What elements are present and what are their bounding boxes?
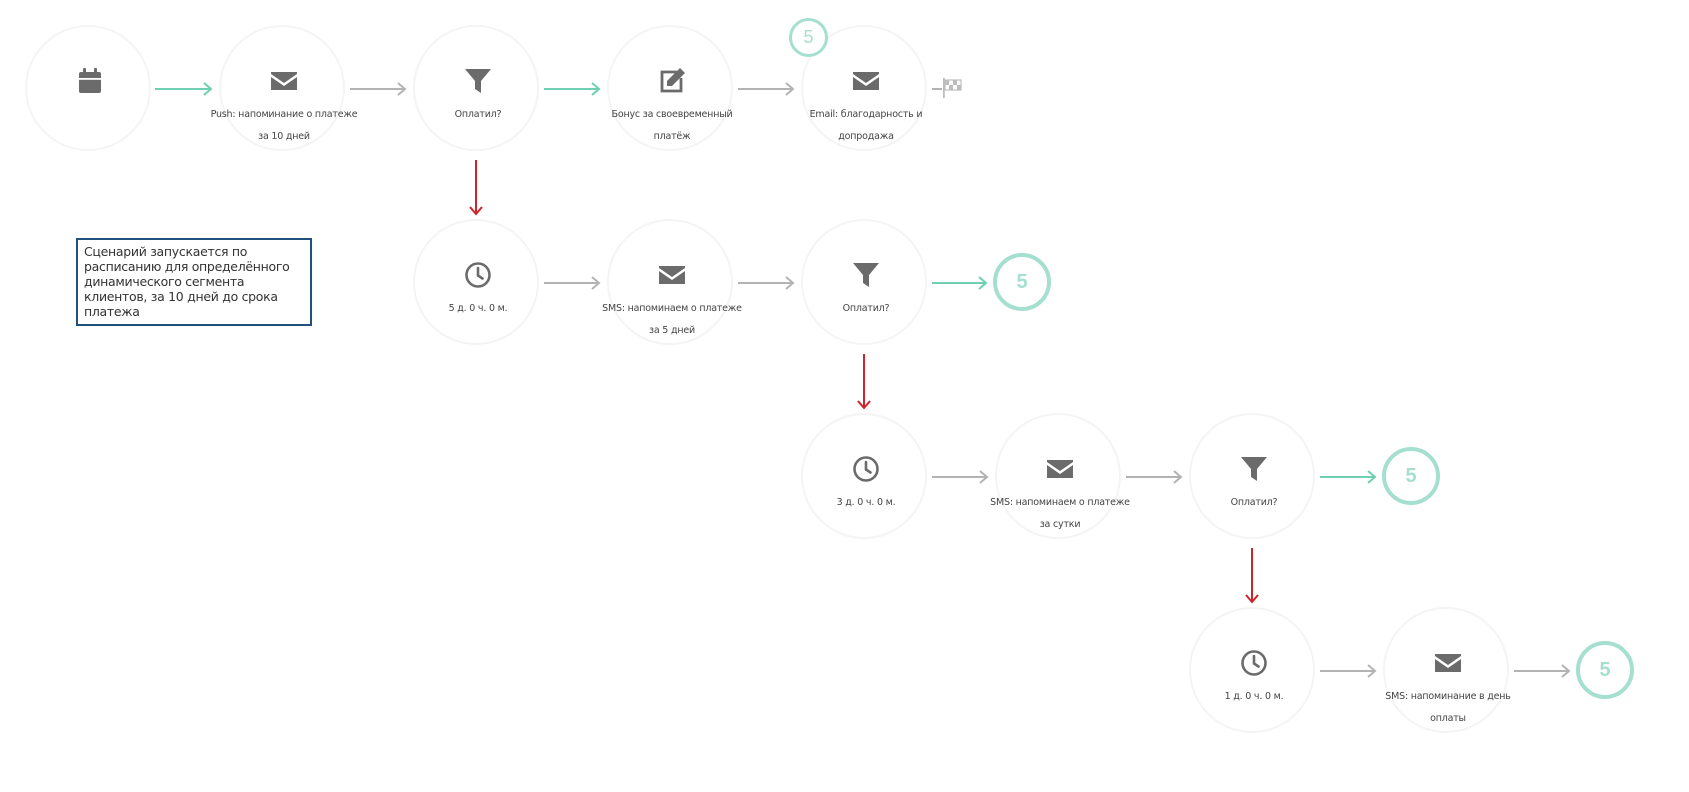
envelope-icon xyxy=(658,261,686,289)
wait-node-1d[interactable]: 1 д. 0 ч. 0 м. xyxy=(1189,607,1315,733)
checkered-flag-icon xyxy=(942,77,964,99)
node-label: 1 д. 0 ч. 0 м. xyxy=(1224,691,1284,702)
wait-node-3d[interactable]: 3 д. 0 ч. 0 м. xyxy=(801,413,927,539)
connector-arrow xyxy=(1320,664,1377,678)
node-label: Email: благодарность и допродажа xyxy=(809,109,923,142)
clock-icon xyxy=(464,261,492,289)
node-label: Push: напоминание о платеже за 10 дней xyxy=(210,109,358,142)
exit-node-3[interactable]: 5 xyxy=(1576,641,1634,699)
count-badge: 5 xyxy=(789,18,828,57)
connector-arrow xyxy=(932,276,988,290)
envelope-icon xyxy=(270,67,298,95)
node-label: 5 д. 0 ч. 0 м. xyxy=(448,303,508,314)
filter-icon xyxy=(464,67,492,95)
connector-arrow xyxy=(932,470,989,484)
bonus-node[interactable]: Бонус за своевременный платёж xyxy=(607,25,733,151)
connector-arrow xyxy=(738,276,795,290)
connector-arrow xyxy=(857,354,871,410)
connector-arrow xyxy=(350,82,407,96)
node-label: SMS: напоминаем о платеже за 5 дней xyxy=(602,303,742,336)
node-label: Оплатил? xyxy=(1230,497,1278,508)
connector-arrow xyxy=(544,82,601,96)
filter-icon xyxy=(852,261,880,289)
payment-filter-node-3[interactable]: Оплатил? xyxy=(1189,413,1315,539)
envelope-icon xyxy=(1434,649,1462,677)
wait-node-5d[interactable]: 5 д. 0 ч. 0 м. xyxy=(413,219,539,345)
exit-node-1[interactable]: 5 xyxy=(993,253,1051,311)
start-schedule-node[interactable] xyxy=(25,25,151,151)
payment-filter-node-2[interactable]: Оплатил? xyxy=(801,219,927,345)
edit-icon xyxy=(658,67,686,95)
connector-arrow xyxy=(469,160,483,216)
sms-payday-node[interactable]: SMS: напоминание в день оплаты xyxy=(1383,607,1511,733)
sms-1day-node[interactable]: SMS: напоминаем о платеже за сутки xyxy=(990,413,1130,539)
connector-arrow xyxy=(155,82,213,96)
connector-arrow xyxy=(1245,548,1259,604)
filter-icon xyxy=(1240,455,1268,483)
node-label: 3 д. 0 ч. 0 м. xyxy=(836,497,896,508)
connector-arrow xyxy=(738,82,795,96)
connector-arrow xyxy=(1126,470,1183,484)
node-label: Оплатил? xyxy=(454,109,502,120)
exit-node-2[interactable]: 5 xyxy=(1382,447,1440,505)
envelope-icon xyxy=(1046,455,1074,483)
clock-icon xyxy=(852,455,880,483)
sms-5days-node[interactable]: SMS: напоминаем о платеже за 5 дней xyxy=(602,219,742,345)
node-label: Бонус за своевременный платёж xyxy=(611,109,733,142)
node-label: SMS: напоминание в день оплаты xyxy=(1385,691,1511,724)
connector-arrow xyxy=(1320,470,1377,484)
scenario-note[interactable]: Сценарий запускается по расписанию для о… xyxy=(76,238,312,326)
envelope-icon xyxy=(852,67,880,95)
calendar-icon xyxy=(76,67,104,95)
push-reminder-node[interactable]: Push: напоминание о платеже за 10 дней xyxy=(211,25,358,151)
clock-icon xyxy=(1240,649,1268,677)
node-label: Оплатил? xyxy=(842,303,890,314)
node-label: SMS: напоминаем о платеже за сутки xyxy=(990,497,1130,530)
connector-arrow xyxy=(1514,664,1571,678)
connector-arrow xyxy=(544,276,601,290)
payment-filter-node-1[interactable]: Оплатил? xyxy=(413,25,539,151)
